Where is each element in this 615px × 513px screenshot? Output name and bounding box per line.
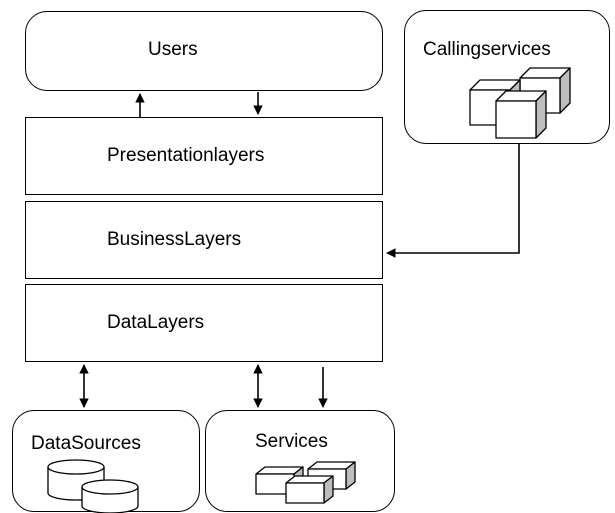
arrow-calling-services-to-business xyxy=(386,144,520,258)
calling-services-label: Callingservices xyxy=(423,39,551,60)
three-cubes-icon xyxy=(469,67,571,139)
data-layer-label: DataLayers xyxy=(107,312,205,333)
presentation-layer-box xyxy=(25,117,383,195)
presentation-layer-label: Presentationlayers xyxy=(107,145,265,166)
business-layer-label: BusinessLayers xyxy=(107,229,242,250)
business-layer-box xyxy=(25,201,383,279)
data-sources-node xyxy=(12,410,200,512)
three-blocks-icon xyxy=(255,461,356,504)
data-layer-box xyxy=(25,284,383,362)
services-label: Services xyxy=(255,431,328,452)
database-cylinders-icon xyxy=(47,459,139,513)
users-node xyxy=(25,11,383,91)
users-label: Users xyxy=(148,39,198,60)
data-sources-label: DataSources xyxy=(31,433,141,454)
